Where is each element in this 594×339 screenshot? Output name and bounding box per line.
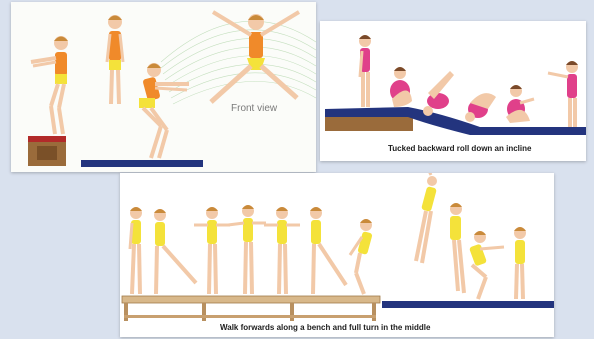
- gymnast-figure: [194, 207, 230, 294]
- gymnast-figure: [514, 227, 526, 299]
- bench-caption: Walk forwards along a bench and full tur…: [220, 323, 430, 332]
- gymnast-figure: [423, 71, 454, 116]
- gymnast-figure: [450, 203, 464, 293]
- roll-illustration: [320, 21, 586, 161]
- gymnast-figure: [465, 93, 496, 122]
- blue-mat: [81, 160, 203, 167]
- gymnast-figure: [310, 207, 346, 294]
- gymnast-figure: [469, 231, 504, 299]
- bench: [122, 296, 380, 321]
- blue-mat: [382, 301, 554, 308]
- gymnast-figure: [390, 67, 412, 107]
- gymnast-figure: [548, 61, 578, 127]
- gymnast-figure: [264, 207, 300, 294]
- vaulting-box: [28, 136, 66, 166]
- jump-sequence-panel: Front view: [11, 2, 316, 172]
- gymnast-figure: [228, 205, 266, 294]
- roll-caption: Tucked backward roll down an incline: [388, 144, 531, 153]
- front-view-label: Front view: [231, 103, 277, 114]
- gymnast-figure: [416, 173, 437, 263]
- bench-illustration: [120, 173, 554, 337]
- bench-walk-panel: Walk forwards along a bench and full tur…: [120, 173, 554, 337]
- incline-wedge: [325, 107, 586, 135]
- gymnast-figure: [359, 35, 371, 107]
- gymnast-figure: [154, 209, 196, 294]
- gymnast-figure: [130, 207, 142, 294]
- gymnast-figure: [107, 15, 123, 104]
- gymnast-figure: [350, 219, 373, 294]
- jump-illustration: [11, 2, 316, 172]
- gymnast-figure: [31, 36, 68, 134]
- gymnast-figure: [506, 85, 534, 123]
- backward-roll-panel: Tucked backward roll down an incline: [320, 21, 586, 161]
